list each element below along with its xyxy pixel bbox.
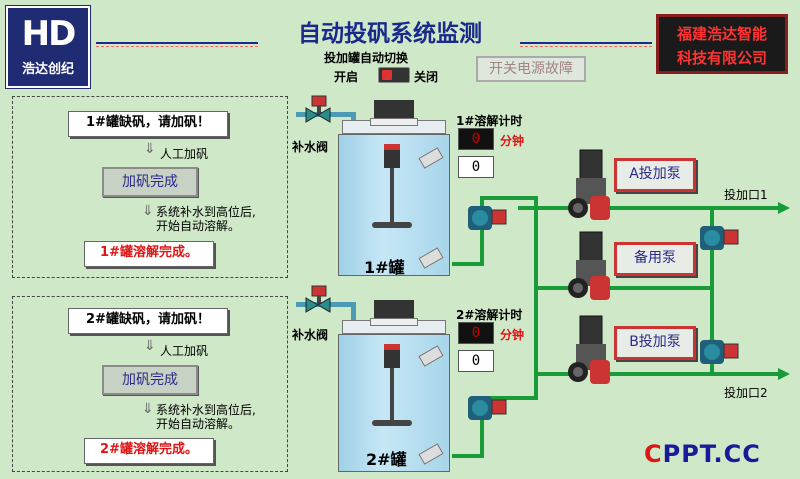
pump-standby-button[interactable]: 备用泵 bbox=[614, 242, 696, 276]
switch-on-label: 开启 bbox=[334, 70, 359, 84]
tank1-count-display: 0 bbox=[458, 156, 494, 178]
tank1-level-sensor-icon bbox=[384, 144, 400, 168]
tank1-valve-icon bbox=[305, 95, 331, 123]
pump-standby-icon bbox=[568, 231, 610, 300]
arrow-down-icon: ⇓ bbox=[144, 141, 156, 157]
tank2-agitator-blade-icon bbox=[372, 420, 412, 426]
power-fault-button[interactable]: 开关电源故障 bbox=[476, 56, 586, 82]
tank2-timer-display: 0 bbox=[458, 322, 494, 344]
logo-mark: HD bbox=[21, 14, 77, 54]
outlet1-valve-icon bbox=[700, 226, 739, 250]
company-name-line2: 科技有限公司 bbox=[676, 49, 767, 67]
tank2-motor-icon bbox=[374, 300, 414, 322]
pump-a-icon bbox=[568, 149, 610, 220]
tank1-valve-label: 补水阀 bbox=[292, 140, 329, 154]
tank1-add-done-button[interactable]: 加矾完成 bbox=[102, 167, 198, 197]
tank2-level-sensor-icon bbox=[384, 344, 400, 368]
page-title: 自动投矾系统监测 bbox=[298, 20, 482, 47]
company-name-panel: 福建浩达智能 科技有限公司 bbox=[656, 14, 788, 74]
tank1-timer-display: 0 bbox=[458, 128, 494, 150]
company-name-line1: 福建浩达智能 bbox=[676, 25, 767, 43]
outlet1-label: 投加口1 bbox=[724, 188, 768, 202]
tank2-step2-line2: 开始自动溶解。 bbox=[156, 417, 241, 431]
tank2-dissolve-complete: 2#罐溶解完成。 bbox=[84, 438, 214, 464]
tank1-motor-icon bbox=[374, 100, 414, 122]
title-dash-right bbox=[520, 46, 652, 47]
pump-b-button[interactable]: B投加泵 bbox=[614, 326, 696, 360]
tank2-valve-icon bbox=[305, 285, 331, 313]
tank2-agitator-shaft bbox=[390, 368, 394, 424]
arrow-down-icon: ⇓ bbox=[144, 338, 156, 354]
tank1-dissolve-complete: 1#罐溶解完成。 bbox=[84, 241, 214, 267]
tank1-agitator-blade-icon bbox=[372, 222, 412, 228]
tank2-add-done-button[interactable]: 加矾完成 bbox=[102, 365, 198, 395]
tank2-motor-base bbox=[370, 318, 418, 326]
tank2-step1-text: 人工加矾 bbox=[160, 344, 209, 358]
auto-switch-title: 投加罐自动切换 bbox=[324, 51, 409, 65]
title-dash-left bbox=[96, 46, 258, 47]
arrow-down-icon: ⇓ bbox=[142, 203, 154, 219]
toggle-knob bbox=[382, 70, 392, 80]
tank1-timer-label: 1#溶解计时 bbox=[456, 114, 523, 128]
process-pipes bbox=[452, 196, 778, 458]
title-line-left bbox=[96, 42, 258, 44]
tank2-step2-line1: 系统补水到高位后, bbox=[156, 403, 256, 417]
auto-switch-toggle[interactable] bbox=[378, 67, 410, 83]
pump-a-button[interactable]: A投加泵 bbox=[614, 158, 696, 192]
company-logo: HD 浩达创纪 bbox=[6, 6, 90, 88]
tank1-step1-text: 人工加矾 bbox=[160, 147, 209, 161]
outlet2-valve-icon bbox=[700, 340, 739, 364]
tank1-motor-base bbox=[370, 118, 418, 126]
tank2-outlet-valve-icon bbox=[468, 396, 507, 420]
tank1-step2-line2: 开始自动溶解。 bbox=[156, 219, 241, 233]
tank2-timer-label: 2#溶解计时 bbox=[456, 308, 523, 322]
tank1-agitator-shaft bbox=[390, 168, 394, 224]
tank2-alarm-message: 2#罐缺矾，请加矾！ bbox=[68, 308, 228, 334]
logo-text: 浩达创纪 bbox=[21, 62, 74, 77]
tank1-timer-unit: 分钟 bbox=[500, 134, 525, 148]
title-line-right bbox=[520, 42, 652, 44]
outlet2-label: 投加口2 bbox=[724, 386, 768, 400]
tank2-valve-label: 补水阀 bbox=[292, 328, 329, 342]
watermark-c: C bbox=[644, 440, 663, 468]
watermark: CPPT.CC bbox=[644, 440, 761, 468]
pump-b-icon bbox=[568, 315, 610, 384]
tank1-step2-line1: 系统补水到高位后, bbox=[156, 205, 256, 219]
tank1-alarm-message: 1#罐缺矾，请加矾！ bbox=[68, 111, 228, 137]
tank1-name: 1#罐 bbox=[364, 258, 405, 277]
switch-off-label: 关闭 bbox=[414, 70, 439, 84]
tank2-timer-unit: 分钟 bbox=[500, 328, 525, 342]
tank2-name: 2#罐 bbox=[366, 450, 407, 469]
watermark-rest: PPT.CC bbox=[662, 440, 761, 468]
tank1-outlet-valve-icon bbox=[468, 206, 507, 230]
tank2-count-display: 0 bbox=[458, 350, 494, 372]
arrow-down-icon: ⇓ bbox=[142, 401, 154, 417]
